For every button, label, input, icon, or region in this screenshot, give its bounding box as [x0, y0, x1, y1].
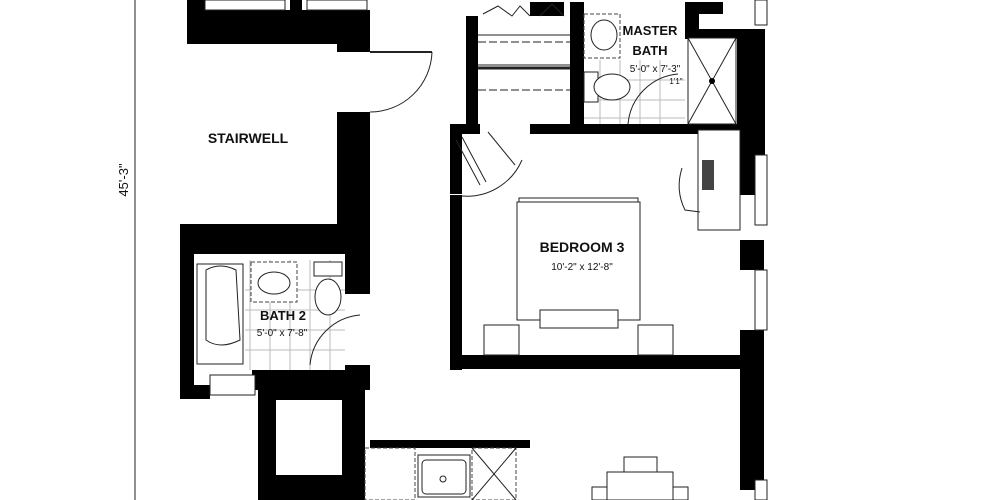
room-size-bedroom-3: 10'-2" x 12'-8" — [551, 262, 613, 273]
room-label-bath-2: BATH 2 — [260, 308, 306, 323]
room-label-master-bath-line2: BATH — [632, 43, 667, 58]
room-label-bedroom-3: BEDROOM 3 — [540, 239, 625, 255]
room-size-master-bath: 5'-0" x 7'-3" — [630, 64, 681, 75]
door-mark-master-bath: 1'1" — [669, 77, 682, 86]
room-label-stairwell: STAIRWELL — [208, 130, 289, 146]
room-label-master-bath-line1: MASTER — [623, 23, 679, 38]
dimension-overall: 45'-3" — [116, 163, 131, 197]
stairwell-walls — [182, 0, 370, 254]
room-size-bath-2: 5'-0" x 7'-8" — [257, 328, 308, 339]
